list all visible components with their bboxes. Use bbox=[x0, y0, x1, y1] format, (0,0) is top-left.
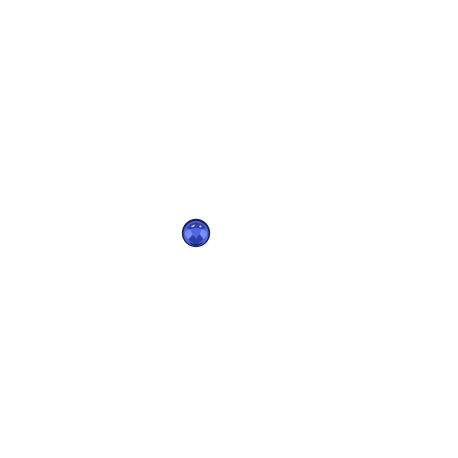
blue-gem-icon bbox=[181, 218, 211, 248]
gem[interactable] bbox=[180, 217, 212, 249]
